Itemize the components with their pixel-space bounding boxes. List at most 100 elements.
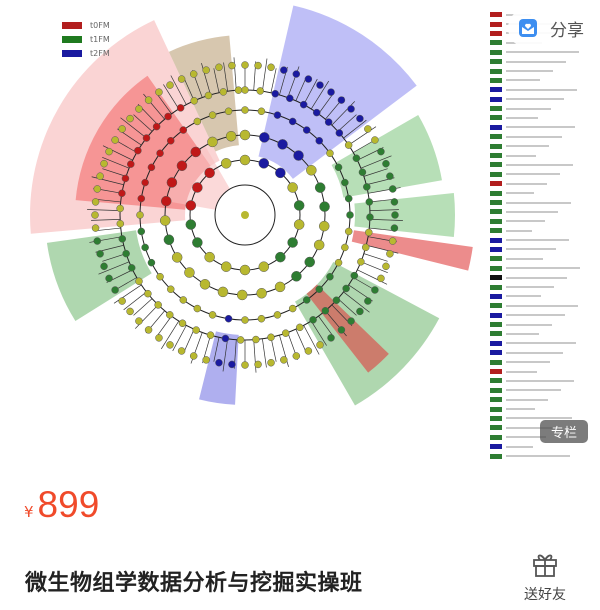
taxa-swatch xyxy=(490,200,502,205)
tree-node xyxy=(292,352,301,360)
tree-node xyxy=(316,81,324,89)
taxa-swatch xyxy=(490,49,502,55)
clade-highlight xyxy=(351,230,473,271)
tree-node xyxy=(190,146,201,158)
tree-node xyxy=(116,204,124,213)
taxa-legend-item xyxy=(490,170,600,179)
tree-node xyxy=(352,154,361,163)
tree-node xyxy=(179,296,188,304)
taxa-swatch xyxy=(490,218,502,224)
taxa-legend-item xyxy=(490,339,600,348)
tree-node xyxy=(257,314,266,323)
tree-node xyxy=(344,141,353,149)
tree-node xyxy=(293,200,305,211)
tree-node xyxy=(356,114,364,123)
taxa-legend-item xyxy=(490,357,600,366)
taxa-legend-item xyxy=(490,433,600,442)
tree-node xyxy=(111,286,119,294)
tree-node xyxy=(155,334,163,342)
tree-node xyxy=(371,136,379,144)
taxa-label-blur xyxy=(506,332,539,335)
taxa-label-blur xyxy=(506,126,575,129)
gift-icon xyxy=(533,554,557,577)
tree-node xyxy=(341,243,349,252)
tree-node xyxy=(341,178,349,187)
tree-node xyxy=(275,251,286,263)
tree-node xyxy=(259,132,270,143)
tree-node xyxy=(241,61,249,69)
taxa-legend-item xyxy=(490,348,600,357)
tree-node xyxy=(361,243,370,252)
tree-node xyxy=(239,264,251,276)
tree-node xyxy=(96,172,104,180)
taxa-label-blur xyxy=(506,323,552,326)
taxa-swatch xyxy=(490,387,502,393)
taxa-label-blur xyxy=(506,351,563,354)
tree-node xyxy=(228,360,236,369)
tree-node xyxy=(159,215,171,226)
tree-branch xyxy=(295,329,307,353)
tree-node xyxy=(254,360,262,369)
tree-branch xyxy=(360,155,392,169)
taxa-legend-item xyxy=(490,292,600,301)
tree-branch xyxy=(369,227,395,232)
tree-node xyxy=(256,288,267,299)
tree-node xyxy=(118,125,126,133)
tree-branch xyxy=(123,291,147,311)
taxa-swatch xyxy=(490,171,502,177)
tree-node xyxy=(267,358,275,367)
taxa-label-blur xyxy=(506,98,564,101)
tree-node xyxy=(202,356,210,364)
tree-node xyxy=(192,182,203,193)
share-button[interactable]: 分享 xyxy=(508,8,600,48)
tree-branch xyxy=(353,277,376,291)
tree-node xyxy=(192,237,203,248)
taxa-legend-item xyxy=(490,254,600,263)
taxa-legend-item xyxy=(490,132,600,141)
tree-node xyxy=(204,167,215,179)
tree-node xyxy=(178,319,187,328)
taxa-swatch xyxy=(490,312,502,318)
taxa-legend-item xyxy=(490,188,600,197)
taxa-label-blur xyxy=(506,201,571,204)
tree-node xyxy=(142,134,151,142)
tree-node xyxy=(111,136,119,144)
tree-node xyxy=(273,311,282,319)
tree-node xyxy=(257,107,266,116)
taxa-label-blur xyxy=(506,370,537,373)
tree-node xyxy=(225,130,237,142)
tree-node xyxy=(167,137,175,145)
taxa-swatch xyxy=(490,30,502,36)
tree-branch xyxy=(222,338,228,372)
tree-node xyxy=(293,150,304,161)
tree-branch xyxy=(223,62,228,92)
tree-branch xyxy=(133,114,153,132)
tree-node xyxy=(267,333,275,342)
tree-node xyxy=(189,352,198,360)
taxa-label-blur xyxy=(506,60,566,63)
tree-branch xyxy=(163,84,180,110)
tree-node xyxy=(199,279,211,290)
taxa-swatch xyxy=(490,87,502,93)
taxa-legend-item xyxy=(490,414,600,423)
tree-node xyxy=(96,250,104,258)
tree-node xyxy=(337,96,346,104)
gift-to-friend-button[interactable]: 送好友 xyxy=(518,550,572,604)
taxa-label-blur xyxy=(506,51,579,54)
taxa-legend-item xyxy=(490,395,600,404)
taxa-label-blur xyxy=(506,116,538,119)
tree-branch xyxy=(270,337,277,362)
tree-node xyxy=(346,211,354,219)
tree-node xyxy=(327,88,335,96)
tree-node xyxy=(365,228,373,237)
tree-branch xyxy=(369,198,395,203)
tree-node xyxy=(147,163,156,172)
tree-node xyxy=(315,137,323,145)
taxa-label-blur xyxy=(506,173,560,176)
tree-node xyxy=(287,237,298,248)
clade-highlight xyxy=(354,193,455,237)
tree-branch xyxy=(343,291,370,313)
tree-node xyxy=(288,304,297,313)
tree-node xyxy=(118,297,126,305)
taxa-legend-item xyxy=(490,141,600,150)
